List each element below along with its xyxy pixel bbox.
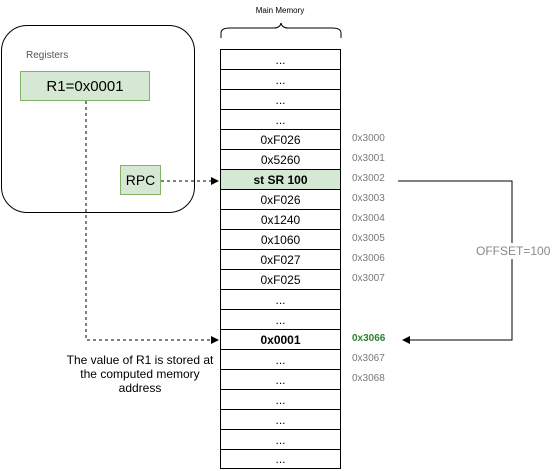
memory-cell: ... [220,89,341,109]
registers-panel [1,25,195,213]
memory-cell: 0x5260 [220,149,341,169]
address-label: 0x3006 [352,253,385,264]
r1-arrowhead [211,336,219,344]
memory-cell: ... [220,389,341,409]
memory-cell: ... [220,309,341,329]
memory-cell: 0xF026 [220,189,341,209]
memory-cell: 0x0001 [220,329,341,349]
offset-arrowhead [402,336,410,344]
memory-cell: 0x1060 [220,229,341,249]
memory-cell: 0xF026 [220,129,341,149]
memory-cell: ... [220,49,341,69]
address-label: 0x3003 [352,193,385,204]
rpc-register: RPC [120,165,161,195]
memory-cell: ... [220,369,341,389]
address-label: 0x3005 [352,233,385,244]
memory-title: Main Memory [255,6,305,15]
address-label: 0x3002 [352,173,385,184]
address-label: 0x3007 [352,273,385,284]
memory-cell: st SR 100 [220,169,341,189]
memory-cell: ... [220,429,341,449]
registers-title: Registers [26,50,69,61]
memory-cell: ... [220,449,341,469]
address-label: 0x3066 [352,333,386,344]
memory-cell: 0xF027 [220,249,341,269]
address-label: 0x3004 [352,213,385,224]
offset-label: OFFSET=100 [474,243,553,259]
r1-register: R1=0x0001 [20,71,150,101]
address-label: 0x3068 [352,373,385,384]
address-label: 0x3001 [352,153,385,164]
memory-cell: ... [220,109,341,129]
memory-cell: ... [220,409,341,429]
memory-cell: 0x1240 [220,209,341,229]
address-label: 0x3000 [352,133,385,144]
rpc-arrowhead [211,177,219,185]
offset-arrow [398,180,513,341]
address-label: 0x3067 [352,353,385,364]
caption: The value of R1 is stored at the compute… [66,353,214,395]
memory-brace [220,22,342,38]
memory-cell: ... [220,289,341,309]
memory-cell: ... [220,69,341,89]
r1-arrow [85,101,212,341]
memory-cell: ... [220,349,341,369]
memory-cell: 0xF025 [220,269,341,289]
